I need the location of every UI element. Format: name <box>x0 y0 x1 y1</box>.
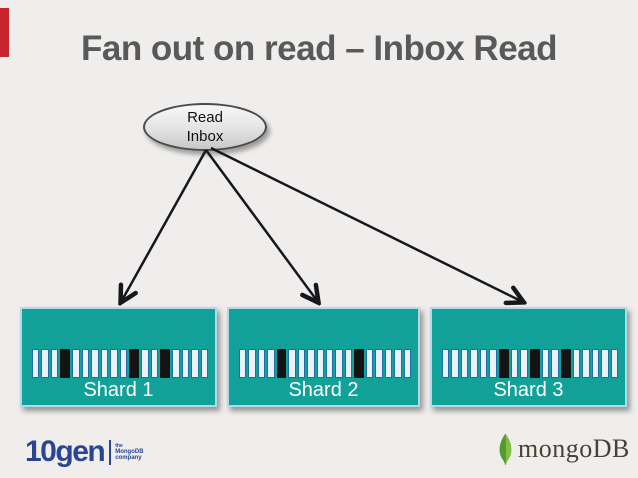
tengen-logo-divider <box>109 439 112 465</box>
arrow-root-to-shard1 <box>121 149 208 302</box>
inbox-cell <box>551 349 559 378</box>
shard-3-inbox-bar <box>442 349 619 378</box>
inbox-cell <box>257 349 266 378</box>
arrow-root-to-shard2 <box>204 149 318 302</box>
inbox-cell <box>239 349 247 378</box>
tengen-wordmark: 10gen <box>25 435 106 468</box>
shard-1-label: Shard 1 <box>83 379 154 401</box>
shard-3-label: Shard 3 <box>493 379 564 401</box>
inbox-cell <box>181 349 190 378</box>
inbox-cell <box>297 349 306 378</box>
inbox-cell <box>610 349 619 378</box>
inbox-cell <box>510 349 519 378</box>
read-inbox-node: Read Inbox <box>143 103 267 151</box>
inbox-cell <box>365 349 374 378</box>
inbox-cell-read <box>529 349 540 378</box>
inbox-cell <box>591 349 600 378</box>
inbox-cell <box>307 349 315 378</box>
inbox-cell <box>601 349 609 378</box>
tengen-tagline-company: company <box>115 455 142 461</box>
inbox-cell <box>119 349 128 378</box>
inbox-cell-read <box>560 349 571 378</box>
inbox-cell <box>572 349 581 378</box>
inbox-cell <box>110 349 118 378</box>
inbox-cell <box>100 349 109 378</box>
inbox-cell-read <box>276 349 287 378</box>
inbox-cell <box>520 349 528 378</box>
inbox-cell <box>489 349 497 378</box>
tengen-logo: 10gen the MongoDB company <box>25 436 144 468</box>
arrow-root-to-shard3 <box>210 146 523 302</box>
read-inbox-node-line2: Inbox <box>186 128 224 145</box>
mongodb-logo: mongoDB <box>496 430 630 468</box>
inbox-cell-read <box>498 349 509 378</box>
inbox-cell <box>451 349 459 378</box>
inbox-cell <box>172 349 180 378</box>
shard-2-inbox-bar <box>239 349 411 378</box>
inbox-cell <box>288 349 296 378</box>
inbox-cell <box>248 349 256 378</box>
inbox-cell <box>442 349 450 378</box>
inbox-cell <box>541 349 550 378</box>
inbox-cell-read <box>160 349 171 378</box>
inbox-cell-read <box>60 349 71 378</box>
inbox-cell <box>81 349 90 378</box>
inbox-cell <box>316 349 324 378</box>
shard-2-label: Shard 2 <box>288 379 359 401</box>
inbox-cell <box>50 349 59 378</box>
shard-2-box: Shard 2 <box>227 307 420 407</box>
inbox-cell <box>72 349 80 378</box>
slide-title: Fan out on read – Inbox Read <box>80 29 558 68</box>
mongodb-leaf-icon <box>499 432 512 465</box>
inbox-cell <box>375 349 383 378</box>
inbox-cell <box>335 349 343 378</box>
mongodb-wordmark: mongoDB <box>518 434 630 463</box>
inbox-cell <box>32 349 40 378</box>
inbox-cell <box>394 349 402 378</box>
inbox-cell <box>267 349 275 378</box>
inbox-cell <box>470 349 478 378</box>
shard-1-inbox-bar <box>32 349 209 378</box>
inbox-cell <box>191 349 199 378</box>
inbox-cell <box>344 349 353 378</box>
inbox-cell <box>479 349 488 378</box>
inbox-cell-read <box>354 349 364 378</box>
inbox-cell-read <box>129 349 140 378</box>
read-inbox-node-line1: Read <box>187 109 223 126</box>
inbox-cell <box>403 349 411 378</box>
tengen-tagline-the: the <box>115 442 123 449</box>
inbox-cell <box>460 349 469 378</box>
bookmark-ribbon[interactable] <box>0 8 9 57</box>
shard-1-box: Shard 1 <box>20 307 217 407</box>
inbox-cell <box>141 349 149 378</box>
inbox-cell <box>41 349 49 378</box>
inbox-cell <box>150 349 159 378</box>
inbox-cell <box>91 349 99 378</box>
inbox-cell <box>200 349 209 378</box>
tengen-tagline: the MongoDB company <box>115 443 143 462</box>
shard-3-box: Shard 3 <box>430 307 627 407</box>
tengen-tagline-mongodb: MongoDB <box>115 448 144 455</box>
inbox-cell <box>325 349 334 378</box>
inbox-cell <box>384 349 393 378</box>
inbox-cell <box>582 349 590 378</box>
